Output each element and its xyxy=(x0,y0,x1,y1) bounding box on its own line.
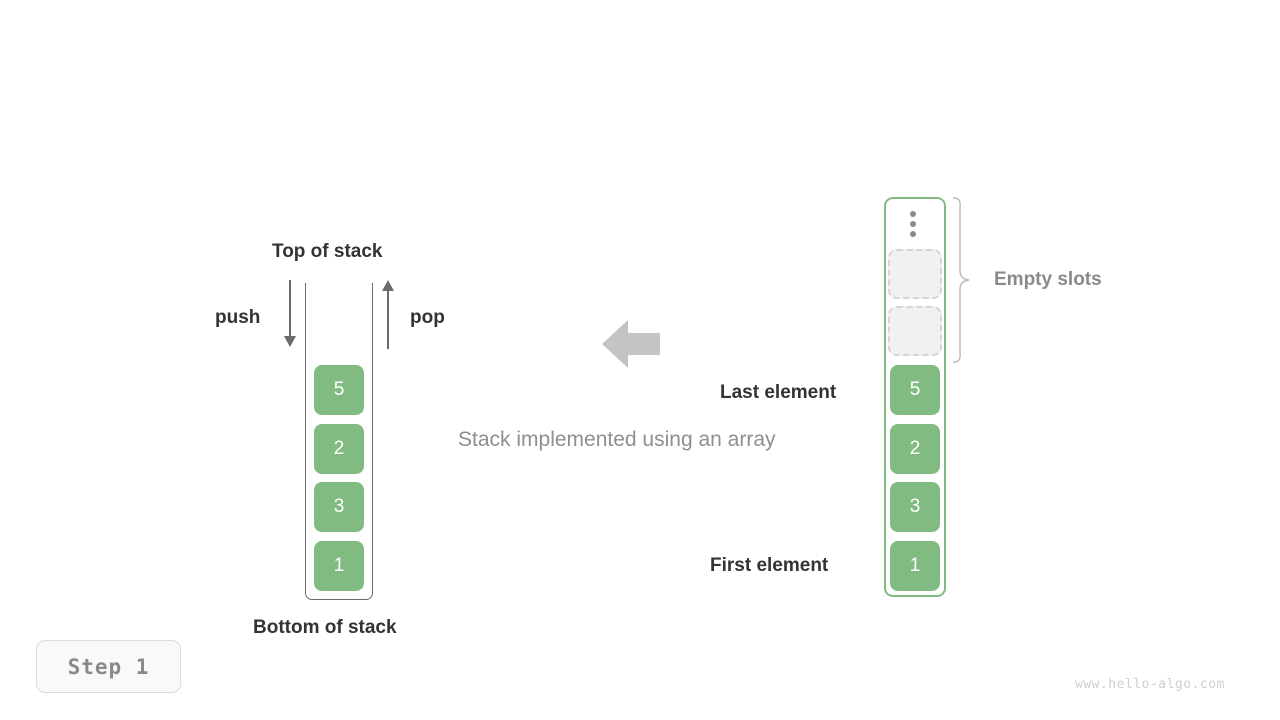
pop-arrow-head-icon xyxy=(382,280,394,291)
stack-cell: 3 xyxy=(314,482,364,532)
vertical-ellipsis-icon xyxy=(910,211,918,237)
first-element-label: First element xyxy=(710,555,829,576)
stack-container xyxy=(305,283,373,600)
watermark: www.hello-algo.com xyxy=(1075,677,1225,692)
array-cell: 3 xyxy=(890,482,940,532)
stack-cell: 1 xyxy=(314,541,364,591)
pop-arrow-shaft xyxy=(387,291,390,349)
stack-bottom-label: Bottom of stack xyxy=(253,617,397,638)
step-badge: Step 1 xyxy=(36,640,181,693)
array-cell: 1 xyxy=(890,541,940,591)
array-empty-slot xyxy=(888,306,942,356)
array-empty-slot xyxy=(888,249,942,299)
empty-slots-brace-icon xyxy=(952,197,970,363)
push-label: push xyxy=(215,307,261,328)
last-element-label: Last element xyxy=(720,382,837,403)
stack-cell: 2 xyxy=(314,424,364,474)
empty-slots-label: Empty slots xyxy=(994,269,1102,290)
diagram-caption: Stack implemented using an array xyxy=(458,428,776,451)
stack-top-label: Top of stack xyxy=(272,241,383,262)
array-cell: 2 xyxy=(890,424,940,474)
pop-label: pop xyxy=(410,307,445,328)
array-cell: 5 xyxy=(890,365,940,415)
stack-cell: 5 xyxy=(314,365,364,415)
push-arrow-shaft xyxy=(289,280,292,338)
left-pointing-arrow-icon xyxy=(602,320,660,368)
push-arrow-head-icon xyxy=(284,336,296,347)
